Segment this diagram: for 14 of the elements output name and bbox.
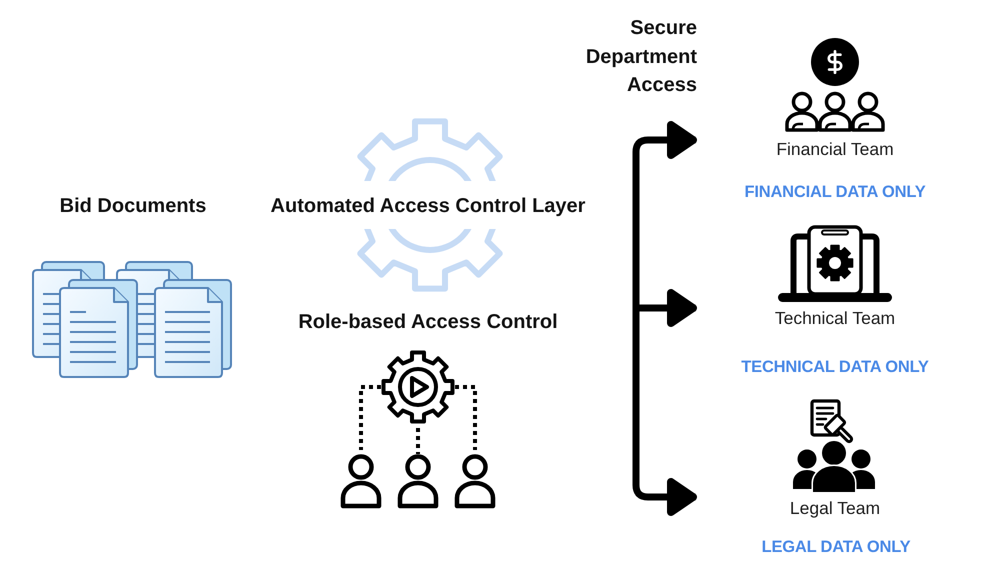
connector-arrow	[640, 289, 697, 327]
section-title: Secure Department Access	[586, 16, 697, 98]
access-scope-label: LEGAL DATA ONLY	[762, 537, 910, 558]
section-title: Role-based Access Control	[298, 310, 558, 335]
section-title: Bid Documents	[60, 194, 206, 219]
team-name: Financial Team	[776, 138, 894, 161]
team-name: Legal Team	[790, 497, 880, 520]
connector-arrow	[632, 121, 697, 159]
access-scope-label: TECHNICAL DATA ONLY	[741, 357, 929, 378]
team-name: Technical Team	[774, 307, 896, 330]
section-title: Automated Access Control Layer	[270, 194, 586, 219]
connector-line	[632, 152, 640, 485]
access-scope-label: FINANCIAL DATA ONLY	[744, 182, 926, 203]
connector-arrow	[632, 478, 697, 516]
